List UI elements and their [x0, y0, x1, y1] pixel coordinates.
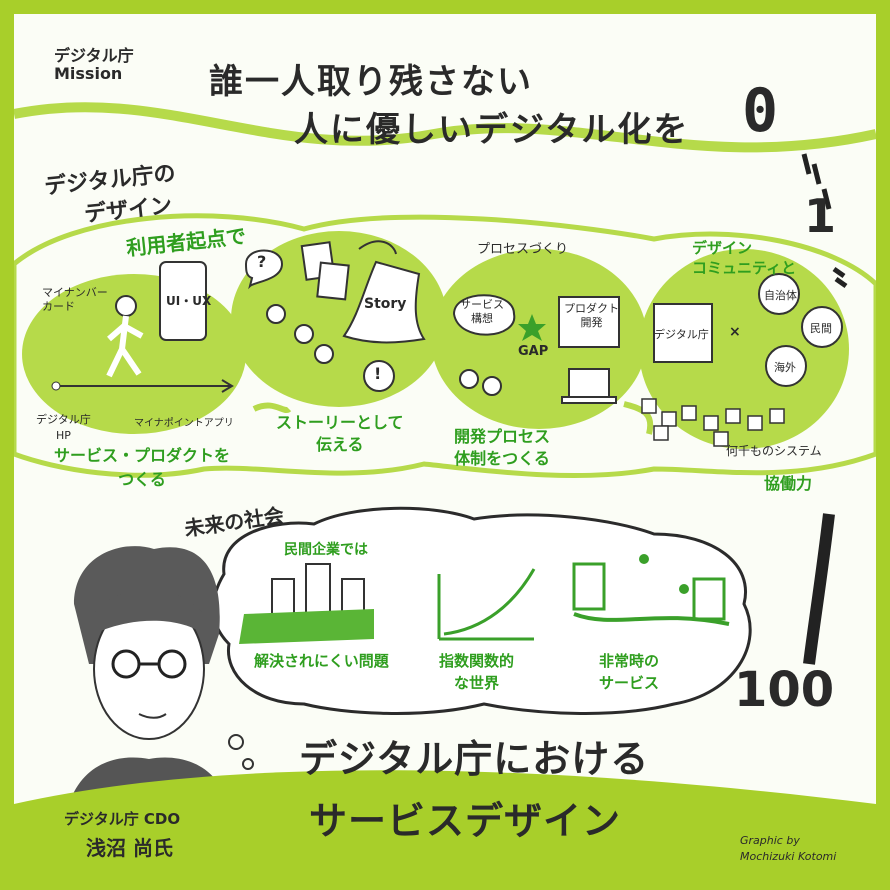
uiux-label: UI・UX — [166, 294, 212, 308]
illustration-layer — [14, 102, 876, 876]
section4-title: デザイン コミュニティと — [692, 239, 797, 277]
bottom-green-band — [14, 770, 876, 876]
scale-hatch-top — [801, 153, 832, 210]
overseas-circle — [765, 345, 807, 387]
design-cloud-outline — [14, 213, 876, 478]
product-dev-label: プロダクト 開発 — [564, 302, 619, 329]
scale-bold-line — [803, 513, 835, 665]
private-label: 民間 — [810, 322, 832, 335]
main-title-line1: デジタル庁における — [299, 737, 650, 781]
credit-line1: Graphic by — [740, 834, 800, 847]
question-mark: ? — [257, 252, 267, 271]
systems-label: 何千ものシステム — [726, 444, 822, 458]
thought-dot-1 — [228, 734, 244, 750]
private-circle — [801, 306, 843, 348]
scale-zero: 0 — [742, 76, 779, 146]
gap-star — [518, 314, 546, 341]
smartphone — [159, 261, 207, 341]
mission-statement-line2: 人に優しいデジタル化を — [294, 110, 690, 150]
story-card-2 — [316, 261, 350, 301]
mission-label-line2: Mission — [54, 64, 123, 83]
section2-caption: ストーリーとして 伝える — [276, 413, 404, 454]
story-arrow — [358, 240, 397, 255]
laptop-base — [561, 396, 617, 404]
walking-person-head — [115, 295, 137, 317]
problem-label: 解決されにくい問題 — [254, 652, 389, 670]
cross-symbol: × — [729, 324, 741, 340]
digital-hp-label: デジタル庁 HP — [36, 413, 91, 442]
section1-caption: サービス・プロダクトを つくる — [54, 446, 231, 489]
speaker-portrait — [69, 546, 229, 804]
local-gov-circle — [758, 273, 800, 315]
speaker-name: 浅沼 尚氏 — [86, 836, 173, 860]
walking-person-body — [106, 315, 144, 378]
emergency-label: 非常時の サービス — [599, 652, 660, 692]
thought-dot-2 — [242, 758, 254, 770]
mission-label-line1: デジタル庁 — [54, 46, 134, 65]
scale-one: 1 — [804, 189, 837, 243]
mynumber-card-label: マイナンバー カード — [42, 286, 108, 313]
exclaim-mark: ! — [374, 364, 382, 383]
person-b-head — [294, 324, 314, 344]
local-gov-label: 自治体 — [764, 289, 797, 302]
team-head-1 — [459, 369, 479, 389]
section4-caption: 協働力 — [764, 474, 813, 493]
connector-1 — [252, 402, 292, 414]
story-scroll — [342, 260, 426, 344]
person-a-head — [266, 304, 286, 324]
mission-band-line — [14, 102, 876, 153]
service-concept-label: サービス 構想 — [460, 298, 504, 325]
agency-building — [653, 303, 713, 363]
emergency-drawing — [572, 554, 730, 626]
concept-cloud — [452, 294, 516, 336]
product-box — [558, 296, 620, 348]
journey-start — [51, 381, 61, 391]
person-c-head — [314, 344, 334, 364]
scale-hundred: 100 — [734, 662, 835, 718]
section3-title: プロセスづくり — [477, 242, 569, 257]
speaker-title: デジタル庁 CDO — [64, 810, 181, 828]
question-bubble — [244, 249, 284, 290]
buildings-drawing — [239, 563, 374, 644]
section3-caption: 開発プロセス 体制をつくる — [454, 427, 551, 468]
systems-squares — [641, 398, 785, 447]
main-title-line2: サービスデザイン — [309, 799, 622, 843]
journey-arrow-head — [221, 379, 234, 393]
exponential-graph — [437, 568, 536, 641]
gap-label: GAP — [518, 344, 549, 359]
exclaim-bubble — [363, 360, 395, 392]
laptop-screen — [568, 368, 610, 398]
mynapoint-label: マイナポイントアプリ — [134, 418, 234, 429]
paper: デジタル庁 Mission 誰一人取り残さない 人に優しいデジタル化を 0 1 … — [14, 14, 876, 876]
credit-line2: Mochizuki Kotomi — [740, 850, 837, 863]
private-sector-label: 民間企業では — [284, 542, 368, 558]
overseas-label: 海外 — [774, 361, 796, 374]
team-head-2 — [482, 376, 502, 396]
future-thought-cloud — [211, 506, 752, 715]
scale-hatch-mid — [832, 266, 848, 289]
mission-statement-line1: 誰一人取り残さない — [209, 62, 533, 102]
exponential-label: 指数関数的 な世界 — [439, 652, 515, 692]
story-label: Story — [364, 296, 407, 312]
digital-agency-label: デジタル庁 — [654, 328, 709, 341]
